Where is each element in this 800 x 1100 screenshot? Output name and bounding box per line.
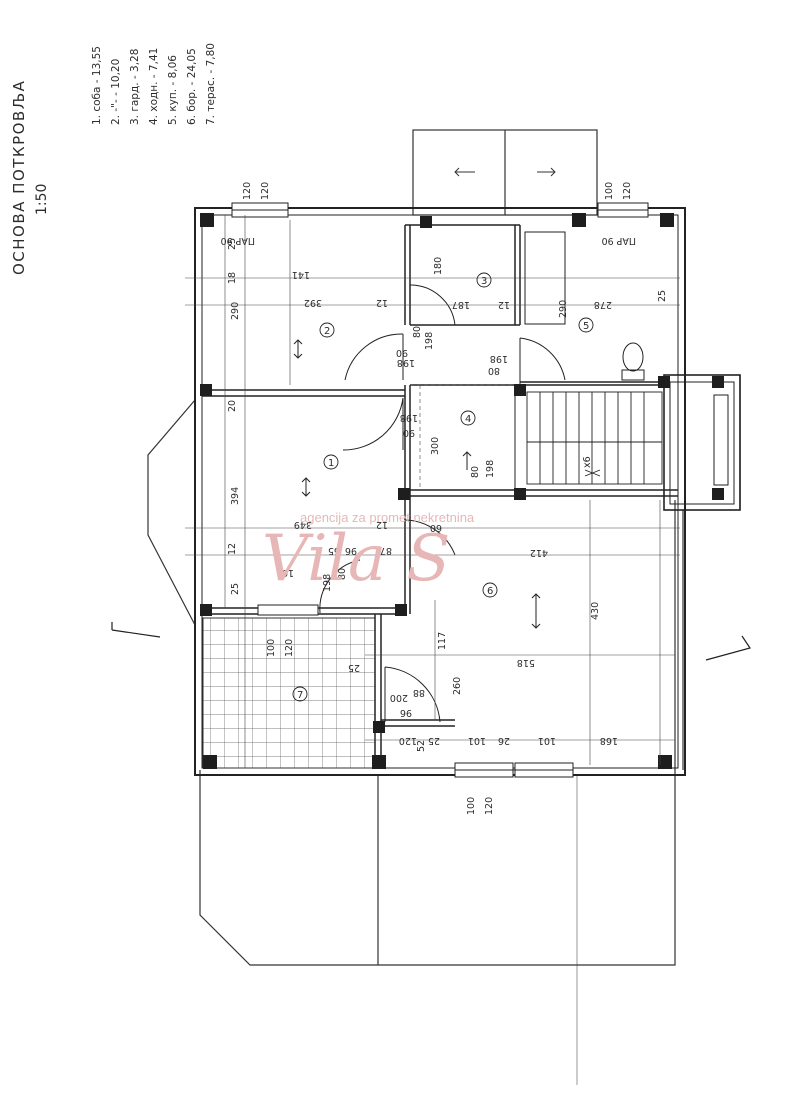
dim-label: 90 (403, 427, 415, 438)
terrace (202, 617, 376, 769)
dim-label: 25 (428, 735, 440, 746)
dim-label: 12 (376, 297, 388, 308)
dim-label: 198 (490, 353, 508, 364)
dim-label: 12 (376, 519, 388, 530)
windows (231, 202, 729, 778)
dim-label: 80 (488, 365, 500, 376)
dim-label: 290 (558, 300, 569, 318)
dim-label: 120 (242, 182, 253, 200)
dim-label: 198 (485, 460, 496, 478)
room-arrows (293, 339, 541, 629)
dim-label: 101 (468, 735, 486, 746)
legend-item: 4. ходн. - 7,41 (148, 48, 160, 125)
dim-label: 349 (294, 519, 312, 530)
dim-label: 200 (390, 692, 408, 703)
dim-label: 412 (530, 547, 548, 558)
balcony-arrows (454, 167, 556, 177)
dim-label: 25 (230, 583, 241, 595)
window-label: ПАР 90 (602, 235, 636, 246)
dim-label: 120 (622, 182, 633, 200)
sheet-scale: 1:50 (34, 184, 50, 215)
dim-label: 120 (284, 639, 295, 657)
dim-label: 120 (260, 182, 271, 200)
watermark-text: agencija za promet nekretnina (300, 510, 475, 525)
bathroom-fixtures (524, 231, 645, 381)
legend-item: 3. гард. - 3,28 (129, 49, 141, 125)
room-label-5: 5 (583, 321, 589, 332)
room-label-6: 6 (487, 586, 493, 597)
dimension-labels: 120 120 100 120 100 120 100 120 ПАР 90 П… (221, 182, 668, 815)
section-arrows (111, 622, 751, 661)
legend-item: 1. соба - 13,55 (91, 46, 103, 125)
dim-label: 300 (430, 437, 441, 455)
interior-walls (202, 224, 678, 768)
dim-label: 80 (412, 326, 423, 338)
dim-label: 100 (466, 797, 477, 815)
dim-label: 168 (600, 735, 618, 746)
dim-label: 12 (498, 299, 510, 310)
watermark-logo: Vila S (262, 522, 450, 596)
sheet-title: ОСНОВА ПОТКРОВЉА (10, 80, 28, 275)
dim-label: 141 (292, 269, 310, 280)
dim-label: 180 (433, 257, 444, 275)
dim-label: 100 (604, 182, 615, 200)
dim-label: 52 (416, 740, 427, 752)
dim-label: 65 (328, 545, 340, 556)
room-legend: 1. соба - 13,55 2. -"- - 10,20 3. гард. … (91, 43, 217, 125)
dim-label: 20 (227, 400, 238, 412)
dim-label: 96 (400, 707, 412, 718)
dim-label: 198 (397, 357, 415, 368)
columns (200, 213, 724, 769)
dim-label: 60 (430, 522, 442, 533)
dim-label: 101 (276, 567, 294, 578)
watermark: agencija za promet nekretnina Vila S (262, 510, 475, 596)
dim-label: 90 (396, 347, 408, 358)
dim-label: 198 (322, 574, 333, 592)
room-label-4: 4 (465, 414, 471, 425)
dim-label: 88 (413, 687, 425, 698)
dim-label: 392 (304, 297, 322, 308)
room-label-1: 1 (328, 458, 334, 469)
legend-item: 7. терас. - 7,80 (205, 43, 217, 125)
dim-label: 187 (452, 299, 470, 310)
room-label-2: 2 (324, 326, 330, 337)
dim-label: 96 (345, 545, 357, 556)
dim-label: 518 (517, 657, 535, 668)
dim-label: 80 (470, 466, 481, 478)
sheet-title-block: ОСНОВА ПОТКРОВЉА 1:50 (10, 80, 50, 275)
legend-item: 2. -"- - 10,20 (110, 59, 122, 125)
room-label-3: 3 (481, 276, 487, 287)
dim-label: 430 (590, 602, 601, 620)
dim-label: 260 (452, 677, 463, 695)
room-markers: 1 2 3 4 5 6 7 (292, 272, 594, 702)
dim-label: 120 (484, 797, 495, 815)
dim-label: 26 (498, 735, 510, 746)
room-label-7: 7 (297, 690, 303, 701)
dim-label: 117 (437, 632, 448, 650)
staircase (526, 391, 663, 485)
dimension-lines (185, 215, 680, 768)
dim-label: 198 (424, 332, 435, 350)
dim-label: 25 (348, 662, 360, 673)
dim-label: 394 (230, 487, 241, 505)
legend-item: 5. куп. - 8,06 (167, 55, 179, 125)
dim-label: 87 (380, 545, 392, 556)
dim-label: 80 (337, 568, 348, 580)
dim-label: 290 (230, 302, 241, 320)
dim-label: 100 (266, 639, 277, 657)
dim-label: 25 (657, 290, 668, 302)
legend-item: 6. бор. - 24,05 (186, 48, 198, 125)
dim-label: x6 (582, 456, 593, 468)
dim-label: 101 (538, 735, 556, 746)
dim-label: 18 (227, 272, 238, 284)
dim-label: 278 (594, 299, 612, 310)
outer-walls (194, 207, 741, 776)
dim-label: 25 (227, 238, 238, 250)
dim-label: 198 (400, 412, 418, 423)
dim-label: 12 (227, 543, 238, 555)
window-label: ПАР 90 (221, 235, 255, 246)
dim-label: 120 (399, 735, 417, 746)
door-swings (319, 284, 566, 723)
